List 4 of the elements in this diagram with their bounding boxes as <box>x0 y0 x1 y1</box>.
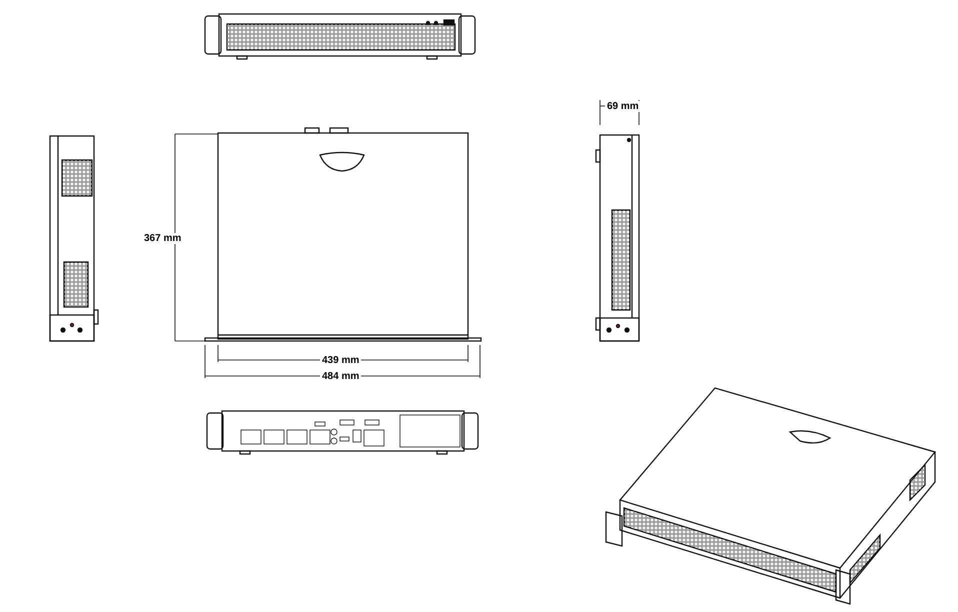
dimension-label: 439 mm <box>320 355 362 366</box>
dimension-label: 69 mm <box>605 101 641 112</box>
dimension-label: 484 mm <box>320 371 362 382</box>
dimension-label: 367 mm <box>142 233 184 244</box>
